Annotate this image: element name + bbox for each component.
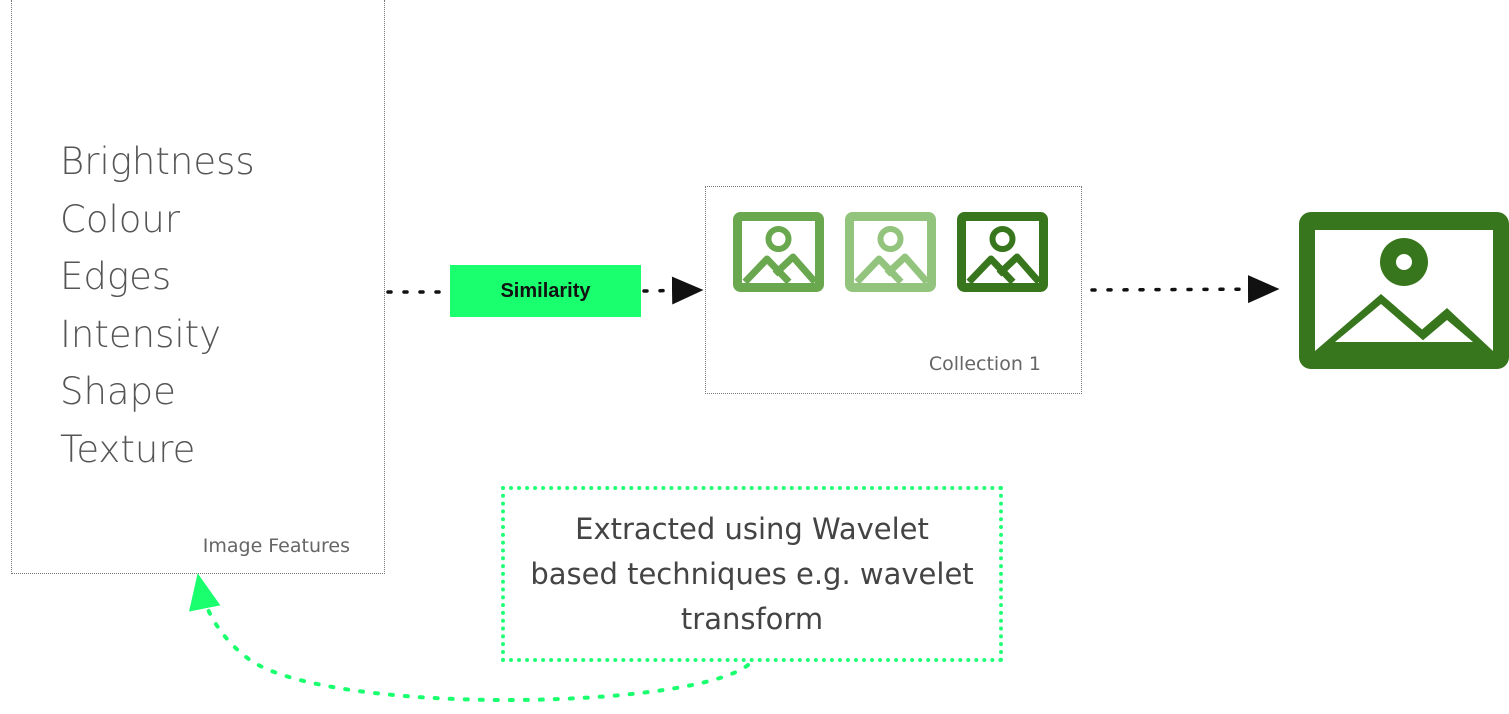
image-features-caption: Image Features — [202, 535, 350, 557]
connector-collection-to-result — [1090, 275, 1280, 304]
wavelet-note-text: Extracted using Wavelet based techniques… — [530, 511, 974, 636]
feature-item-colour: Colour — [60, 197, 181, 241]
connector-note-to-features — [189, 573, 750, 702]
image-icon — [733, 212, 824, 292]
feature-item-texture: Texture — [60, 427, 196, 471]
collection-box: Collection 1 — [705, 186, 1082, 394]
image-icon — [1299, 212, 1509, 369]
feature-item-brightness: Brightness — [60, 140, 255, 183]
image-icon — [845, 212, 936, 292]
feature-list: Brightness Colour Edges Intensity Shape … — [60, 133, 255, 478]
connector-similarity-to-collection — [642, 276, 704, 305]
similarity-label: Similarity — [500, 279, 591, 302]
collection-caption: Collection 1 — [928, 353, 1041, 375]
wavelet-note-box: Extracted using Wavelet based techniques… — [501, 486, 1003, 662]
feature-item-edges: Edges — [60, 255, 172, 298]
similarity-node: Similarity — [450, 265, 641, 317]
feature-item-shape: Shape — [60, 370, 176, 413]
feature-item-intensity: Intensity — [60, 312, 222, 356]
image-icon — [957, 212, 1048, 292]
